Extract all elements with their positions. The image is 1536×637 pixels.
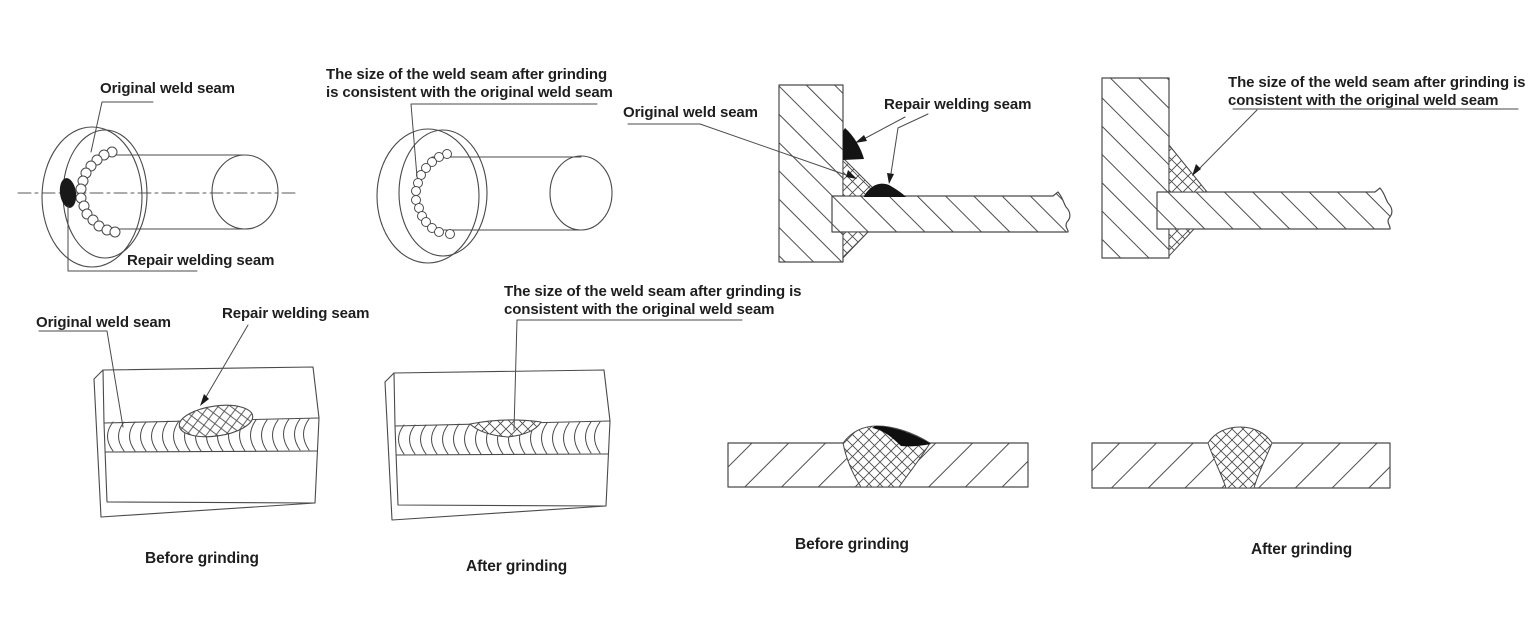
panel-shaft-after-drawing [376, 103, 613, 264]
leader-repair [67, 205, 198, 272]
leader-original [90, 101, 154, 153]
panel-tjoint-after-drawing [1101, 77, 1519, 259]
note-line-2: consistent with the original weld seam [1228, 92, 1499, 109]
note-shaft-after-grinding: The size of the weld seam after grinding… [326, 66, 613, 102]
caption-block-before-grinding: Before grinding [145, 550, 259, 567]
caption-block-after-grinding: After grinding [466, 558, 568, 575]
shaft-end [549, 155, 613, 231]
arrowhead [855, 135, 867, 143]
label-original-weld-seam-shaft: Original weld seam [100, 80, 235, 97]
flange-rim [41, 126, 143, 268]
panel-shaft-before-drawing [17, 101, 298, 272]
note-line-1: The size of the weld seam after grinding [326, 66, 608, 83]
fillet-weld-lower [1168, 228, 1195, 257]
weld-seam-scallops [411, 149, 455, 239]
butt-weld [1207, 426, 1273, 489]
arrowhead [1192, 164, 1201, 176]
repair-weld-cap [872, 426, 931, 447]
note-line-2: is consistent with the original weld sea… [326, 84, 613, 101]
weld-seam-scallops [75, 146, 121, 238]
arrowhead [846, 170, 857, 179]
note-line-1: The size of the weld seam after grinding… [1228, 74, 1526, 91]
label-repair-welding-seam-block: Repair welding seam [222, 305, 370, 322]
shaft-body [431, 156, 582, 231]
fillet-weld-upper [842, 157, 882, 197]
horizontal-plate [831, 191, 1071, 233]
repair-weld-patch [59, 178, 77, 208]
label-repair-welding-seam-tjoint: Repair welding seam [884, 96, 1032, 113]
horizontal-plate [1156, 187, 1393, 230]
fillet-weld-upper [1168, 144, 1208, 193]
label-repair-welding-seam-shaft: Repair welding seam [127, 252, 275, 269]
leader-repair-2 [889, 113, 929, 181]
vertical-plate [778, 84, 844, 263]
label-original-weld-seam-tjoint: Original weld seam [623, 104, 758, 121]
leader-note [410, 103, 598, 178]
panel-block-after-drawing [384, 319, 743, 521]
leader-note [513, 319, 743, 431]
ground-weld-patch [469, 419, 542, 438]
arrowhead [200, 394, 209, 406]
repair-weld-patch-lower [864, 183, 906, 197]
caption-plate-before-grinding: Before grinding [795, 536, 909, 553]
shaft-body [96, 154, 245, 230]
leader-original [627, 123, 850, 177]
label-original-weld-seam-block: Original weld seam [36, 314, 171, 331]
panel-plate-before-drawing [727, 425, 1029, 488]
shaft-end [211, 154, 279, 230]
note-line-1: The size of the weld seam after grinding… [504, 283, 802, 300]
repair-weld-patch-upper [843, 128, 864, 160]
leader-original [38, 330, 124, 428]
leader-repair-1 [859, 116, 906, 142]
arrowhead [887, 173, 894, 184]
leader-note [1195, 108, 1519, 173]
note-tjoint-after-grinding: The size of the weld seam after grinding… [1228, 74, 1526, 110]
repair-weld-patch [178, 404, 254, 438]
leader-repair [202, 324, 249, 403]
note-line-2: consistent with the original weld seam [504, 301, 775, 318]
fillet-weld-lower [842, 231, 869, 259]
vertical-plate [1101, 77, 1170, 259]
panel-block-before-drawing [38, 324, 320, 518]
panel-plate-after-drawing [1091, 426, 1391, 489]
panel-tjoint-before-drawing [627, 84, 1071, 263]
flange-rim [376, 128, 480, 264]
note-block-after-grinding: The size of the weld seam after grinding… [504, 283, 802, 319]
caption-plate-after-grinding: After grinding [1251, 541, 1353, 558]
flange-face [398, 129, 488, 257]
